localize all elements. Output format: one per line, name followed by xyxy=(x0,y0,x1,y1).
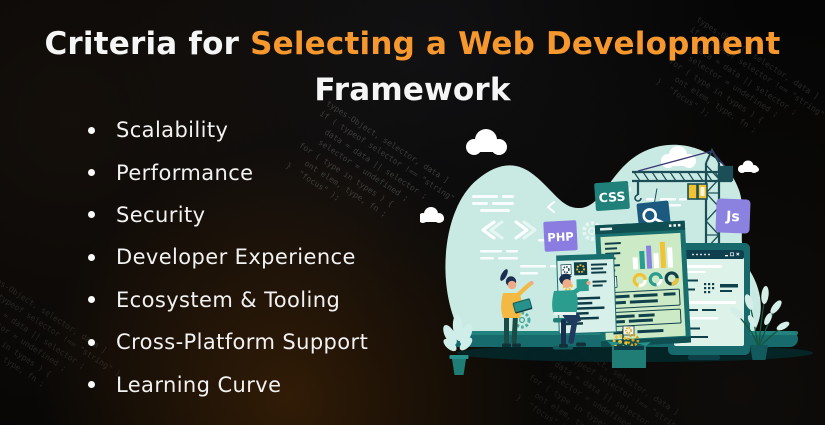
list-item-label: Cross-Platform Support xyxy=(116,330,369,355)
criteria-list: Scalability Performance Security Develop… xyxy=(88,109,368,406)
bullet-icon xyxy=(88,381,95,389)
css-badge-label: CSS xyxy=(598,189,626,206)
list-item-label: Developer Experience xyxy=(116,245,356,270)
gear-icon xyxy=(562,266,570,274)
blob-chevrons xyxy=(481,201,555,240)
hand xyxy=(529,280,534,286)
person-man xyxy=(552,273,591,350)
title-highlight: Selecting a Web Development xyxy=(250,26,781,62)
plant-icon xyxy=(730,286,790,360)
list-item: Security xyxy=(88,194,368,236)
bullet-icon xyxy=(88,253,95,261)
bar-chart-icon xyxy=(632,241,674,270)
ponytail xyxy=(500,269,508,281)
php-badge-label: PHP xyxy=(547,229,574,244)
list-item: Ecosystem & Tooling xyxy=(88,279,368,321)
list-item-label: Security xyxy=(116,202,206,227)
browser-tab-dots xyxy=(692,253,710,256)
title-prefix: Criteria for xyxy=(44,26,251,62)
list-item: Cross-Platform Support xyxy=(88,321,368,363)
gear-icon xyxy=(625,327,632,334)
list-item: Learning Curve xyxy=(88,363,368,405)
bullet-icon xyxy=(88,211,95,219)
gear-icon xyxy=(626,333,640,347)
page-title: Criteria for Selecting a Web Development… xyxy=(0,21,825,113)
bullet-icon xyxy=(88,126,95,134)
php-badge: PHP xyxy=(543,220,578,252)
window-controls-icon xyxy=(725,252,740,257)
donut-chart-icon xyxy=(632,271,679,288)
person-woman xyxy=(500,269,534,348)
laptop-icon xyxy=(512,298,533,314)
gear-icon xyxy=(576,264,585,274)
bullet-icon xyxy=(88,338,95,346)
list-item-label: Learning Curve xyxy=(116,372,282,397)
cloud-icon xyxy=(738,160,759,173)
hand xyxy=(586,280,591,286)
list-item: Scalability xyxy=(88,109,368,151)
gear-icon xyxy=(612,334,628,350)
blob-ui-lines xyxy=(472,195,687,275)
cloud-icon xyxy=(420,207,444,223)
monitor-icon xyxy=(594,220,692,348)
web-development-illustration: CSS PHP Js xyxy=(420,129,813,375)
gear-box xyxy=(607,325,651,368)
cloud-icon xyxy=(466,129,507,155)
list-item-label: Performance xyxy=(116,160,254,185)
face xyxy=(562,279,572,288)
css-badge: CSS xyxy=(594,180,630,212)
title-line2: Framework xyxy=(314,72,511,108)
list-item-label: Scalability xyxy=(116,118,229,143)
bullet-icon xyxy=(88,169,95,177)
face xyxy=(507,280,517,290)
js-badge-label: Js xyxy=(725,209,740,225)
bullet-icon xyxy=(88,296,95,304)
list-item-label: Ecosystem & Tooling xyxy=(116,287,341,312)
list-item: Developer Experience xyxy=(88,236,368,278)
list-item: Performance xyxy=(88,151,368,193)
js-badge: Js xyxy=(715,198,751,234)
plant-icon xyxy=(443,315,473,375)
